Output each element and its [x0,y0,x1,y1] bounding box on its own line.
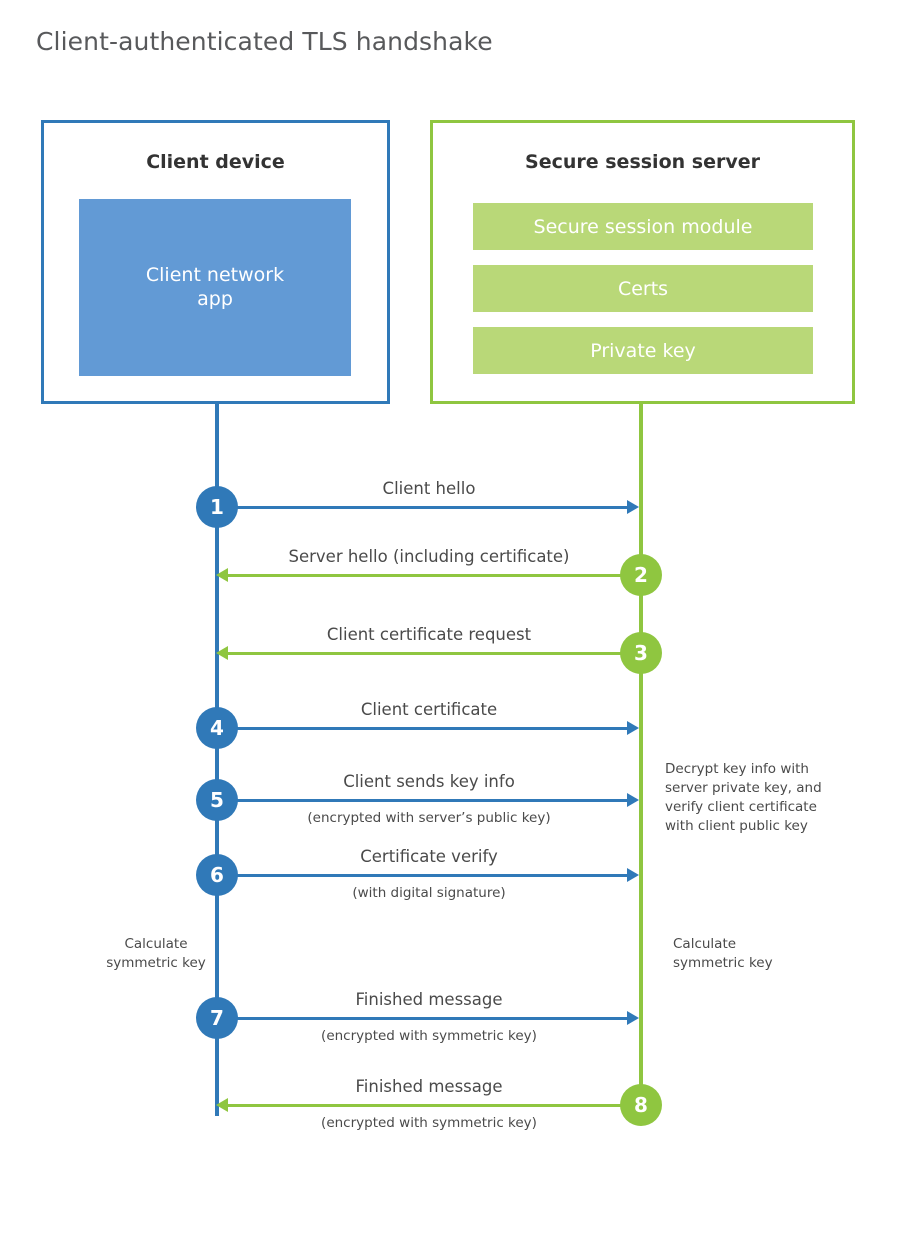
message-4-line [217,727,629,730]
message-6-sublabel: (with digital signature) [352,885,506,901]
note-calculate-symmetric-key-client: Calculate symmetric key [106,936,206,972]
note-decrypt-key-info: Decrypt key info with server private key… [665,761,822,835]
step-badge-7[interactable]: 7 [196,997,238,1039]
step-badge-3[interactable]: 3 [620,632,662,674]
step-badge-8[interactable]: 8 [620,1084,662,1126]
message-8-label: Finished message [355,1077,503,1096]
step-badge-4[interactable]: 4 [196,707,238,749]
message-6-arrowhead [627,868,639,882]
message-8-sublabel: (encrypted with symmetric key) [321,1115,537,1131]
message-7-sublabel: (encrypted with symmetric key) [321,1028,537,1044]
message-5-sublabel: (encrypted with server’s public key) [307,810,551,826]
client-device-box: Client device Client network app [41,120,390,404]
message-3-arrowhead [216,646,228,660]
message-5-label: Client sends key info [343,772,515,791]
page-title: Client-authenticated TLS handshake [36,27,493,56]
step-badge-5[interactable]: 5 [196,779,238,821]
step-badge-6[interactable]: 6 [196,854,238,896]
message-5-arrowhead [627,793,639,807]
server-lifeline [639,404,643,1106]
message-5-line [217,799,629,802]
server-component-secure-session-module: Secure session module [473,203,813,250]
message-7-label: Finished message [355,990,503,1009]
message-8-arrowhead [216,1098,228,1112]
message-2-arrowhead [216,568,228,582]
note-calculate-symmetric-key-server: Calculate symmetric key [673,936,773,972]
client-lifeline [215,404,219,1116]
server-component-certs: Certs [473,265,813,312]
message-3-line [228,652,641,655]
secure-session-server-title: Secure session server [525,151,760,173]
message-8-line [228,1104,641,1107]
client-device-title: Client device [146,151,285,173]
message-6-line [217,874,629,877]
message-1-arrowhead [627,500,639,514]
message-7-line [217,1017,629,1020]
message-1-line [217,506,629,509]
step-badge-2[interactable]: 2 [620,554,662,596]
message-4-arrowhead [627,721,639,735]
server-component-private-key: Private key [473,327,813,374]
message-4-label: Client certificate [360,700,498,719]
secure-session-server-box: Secure session server Secure session mod… [430,120,855,404]
client-network-app-block: Client network app [79,199,351,376]
message-6-label: Certificate verify [360,847,498,866]
message-2-label: Server hello (including certificate) [288,547,570,566]
message-3-label: Client certificate request [326,625,532,644]
client-network-app-label: Client network app [146,264,284,312]
step-badge-1[interactable]: 1 [196,486,238,528]
client-app-label-line2: app [197,287,233,310]
client-app-label-line1: Client network [145,263,285,286]
message-7-arrowhead [627,1011,639,1025]
message-2-line [228,574,641,577]
message-1-label: Client hello [382,479,476,498]
